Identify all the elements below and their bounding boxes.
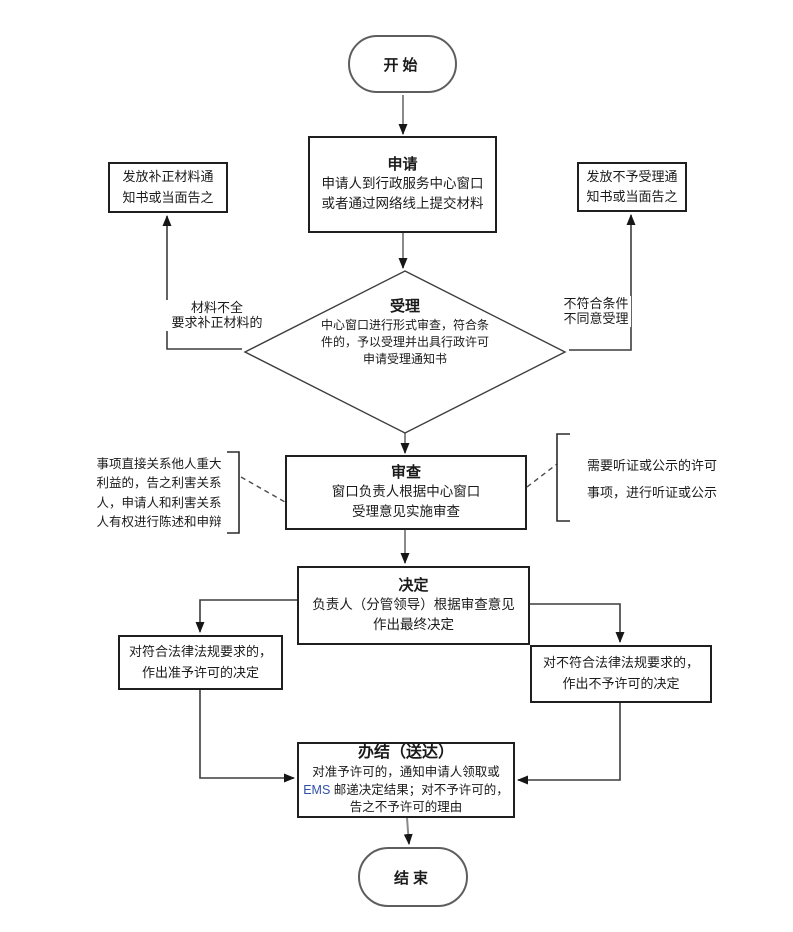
complete-node: 办结（送达） 对准予许可的，通知申请人领取或 EMS 邮递决定结果；对不予许可的… <box>297 742 515 818</box>
supplement-notice-node: 发放补正材料通 知书或当面告之 <box>108 162 228 213</box>
deny-node: 对不符合法律法规要求的， 作出不予许可的决定 <box>530 645 712 703</box>
reject-notice-label: 发放不予受理通 知书或当面告之 <box>586 168 678 204</box>
accept-node: 受理 中心窗口进行形式审查，符合条 件的，予以受理并出具行政许可 申请受理通知书 <box>285 297 525 369</box>
end-node: 结束 <box>358 847 468 907</box>
start-node: 开始 <box>348 35 457 93</box>
arrow-decide-to-approve <box>195 599 297 633</box>
accept-body: 中心窗口进行形式审查，符合条 件的，予以受理并出具行政许可 申请受理通知书 <box>320 317 489 367</box>
deny-label: 对不符合法律法规要求的， 作出不予许可的决定 <box>542 655 699 691</box>
review-title: 审查 <box>390 463 421 481</box>
hearing-note: 需要听证或公示的许可 事项，进行听证或公示 <box>586 458 717 501</box>
decide-body: 负责人（分管领导）根据审查意见 作出最终决定 <box>312 597 515 633</box>
left-note-bracket <box>227 451 240 534</box>
dashed-link-left-note <box>240 476 286 503</box>
approve-label: 对符合法律法规要求的， 作出准予许可的决定 <box>128 643 272 680</box>
arrow-approve-to-complete <box>199 690 295 783</box>
arrow-accept-to-reject <box>569 214 636 351</box>
apply-body: 申请人到行政服务中心窗口 或者通过网络线上提交材料 <box>321 176 484 212</box>
accept-diamond-shape <box>243 270 567 434</box>
accept-title: 受理 <box>389 298 420 315</box>
review-node: 审查 窗口负责人根据中心窗口 受理意见实施审查 <box>285 455 527 530</box>
arrow-deny-to-complete <box>517 703 621 785</box>
stakeholder-note: 事项直接关系他人重大 利益的，告之利害关系 人，申请人和利害关系 人有权进行陈述… <box>96 457 222 530</box>
reject-notice-node: 发放不予受理通 知书或当面告之 <box>577 162 687 212</box>
right-note-bracket <box>556 433 570 522</box>
apply-title: 申请 <box>387 155 418 173</box>
decide-title: 决定 <box>398 576 429 594</box>
arrow-accept-to-supplement <box>162 215 242 350</box>
review-body: 窗口负责人根据中心窗口 受理意见实施审查 <box>331 484 481 520</box>
complete-body-pre: 对准予许可的，通知申请人领取或 <box>312 765 500 780</box>
arrow-decide-to-deny <box>530 603 625 643</box>
start-label: 开始 <box>383 56 422 74</box>
supplement-notice-label: 发放补正材料通 知书或当面告之 <box>122 169 214 205</box>
approve-node: 对符合法律法规要求的， 作出准予许可的决定 <box>118 635 283 690</box>
ems-text: EMS <box>303 782 331 797</box>
decide-node: 决定 负责人（分管领导）根据审查意见 作出最终决定 <box>297 566 530 645</box>
complete-body-post: 邮递决定结果；对不予许可的， 告之不予许可的理由 <box>333 782 509 815</box>
apply-node: 申请 申请人到行政服务中心窗口 或者通过网络线上提交材料 <box>308 136 497 233</box>
complete-title: 办结（送达） <box>357 744 454 762</box>
arrow-complete-to-end <box>403 817 413 845</box>
edge-label-incomplete: 材料不全 要求补正材料的 <box>158 300 276 331</box>
end-label: 结束 <box>393 869 432 887</box>
edge-label-not-qualified: 不符合条件 不同意受理 <box>561 296 631 327</box>
dashed-link-right-note <box>526 463 558 488</box>
complete-body: 对准予许可的，通知申请人领取或 EMS 邮递决定结果；对不予许可的， 告之不予许… <box>303 764 509 817</box>
